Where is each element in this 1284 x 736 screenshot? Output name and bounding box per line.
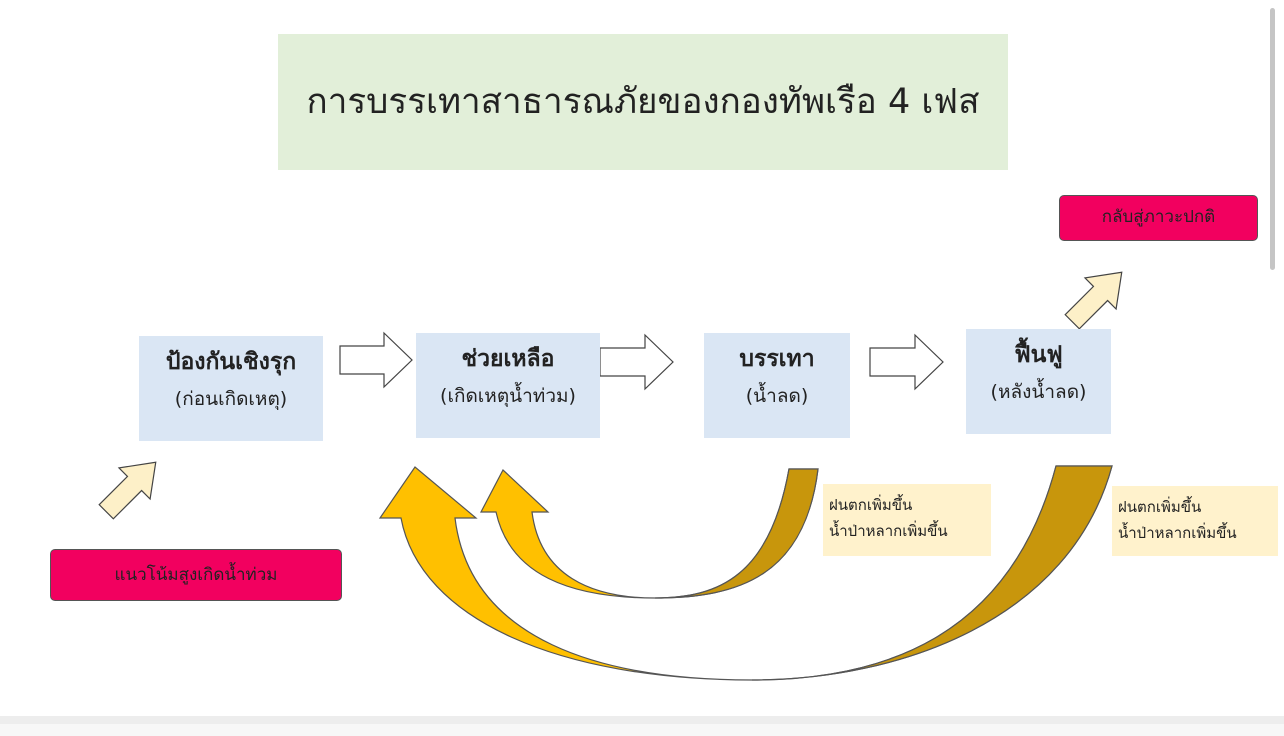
note-box-mitigation: ฝนตกเพิ่มขึ้น น้ำป่าหลากเพิ่มขึ้น bbox=[823, 484, 991, 556]
diagram-title: การบรรเทาสาธารณภัยของกองทัพเรือ 4 เฟส bbox=[306, 82, 980, 122]
phase-box-recovery: ฟื้นฟู (หลังน้ำลด) bbox=[966, 329, 1111, 434]
flow-arrow-3 bbox=[869, 333, 944, 391]
phase-subtitle: (น้ำลด) bbox=[745, 385, 809, 407]
start-arrow bbox=[98, 461, 157, 520]
scrollbar-thumb[interactable] bbox=[1270, 8, 1275, 270]
vertical-scrollbar[interactable] bbox=[1270, 0, 1282, 280]
diagram-shapes bbox=[98, 271, 1123, 681]
end-arrow bbox=[1064, 271, 1123, 330]
loop-arrow-mitigation-to-response bbox=[480, 468, 819, 599]
flow-arrow-2 bbox=[599, 333, 674, 391]
phase-box-mitigation: บรรเทา (น้ำลด) bbox=[704, 333, 850, 438]
title-box: การบรรเทาสาธารณภัยของกองทัพเรือ 4 เฟส bbox=[278, 34, 1008, 170]
note-line: น้ำป่าหลากเพิ่มขึ้น bbox=[1118, 524, 1237, 542]
end-label-box: กลับสู่ภาวะปกติ bbox=[1059, 195, 1258, 241]
phase-subtitle: (ก่อนเกิดเหตุ) bbox=[174, 388, 288, 410]
note-line: ฝนตกเพิ่มขึ้น bbox=[1118, 498, 1202, 516]
phase-box-response: ช่วยเหลือ (เกิดเหตุน้ำท่วม) bbox=[416, 333, 600, 438]
note-line: น้ำป่าหลากเพิ่มขึ้น bbox=[829, 522, 948, 540]
note-box-recovery: ฝนตกเพิ่มขึ้น น้ำป่าหลากเพิ่มขึ้น bbox=[1112, 486, 1278, 556]
flow-arrow-1 bbox=[339, 331, 413, 389]
phase-name: ฟื้นฟู bbox=[1014, 342, 1063, 368]
next-slide-edge bbox=[0, 724, 1284, 736]
loop-arrow-mitigation-shading bbox=[654, 468, 819, 599]
phase-subtitle: (เกิดเหตุน้ำท่วม) bbox=[440, 385, 576, 407]
phase-name: บรรเทา bbox=[739, 346, 815, 372]
slide-canvas: การบรรเทาสาธารณภัยของกองทัพเรือ 4 เฟส ป้… bbox=[0, 0, 1284, 716]
note-line: ฝนตกเพิ่มขึ้น bbox=[829, 496, 913, 514]
start-label-box: แนวโน้มสูงเกิดน้ำท่วม bbox=[50, 549, 342, 601]
phase-subtitle: (หลังน้ำลด) bbox=[990, 381, 1087, 403]
loop-arrow-recovery-shading bbox=[751, 465, 1113, 681]
phase-name: ป้องกันเชิงรุก bbox=[165, 349, 297, 375]
phase-name: ช่วยเหลือ bbox=[461, 346, 555, 372]
phase-box-prevention: ป้องกันเชิงรุก (ก่อนเกิดเหตุ) bbox=[139, 336, 323, 441]
